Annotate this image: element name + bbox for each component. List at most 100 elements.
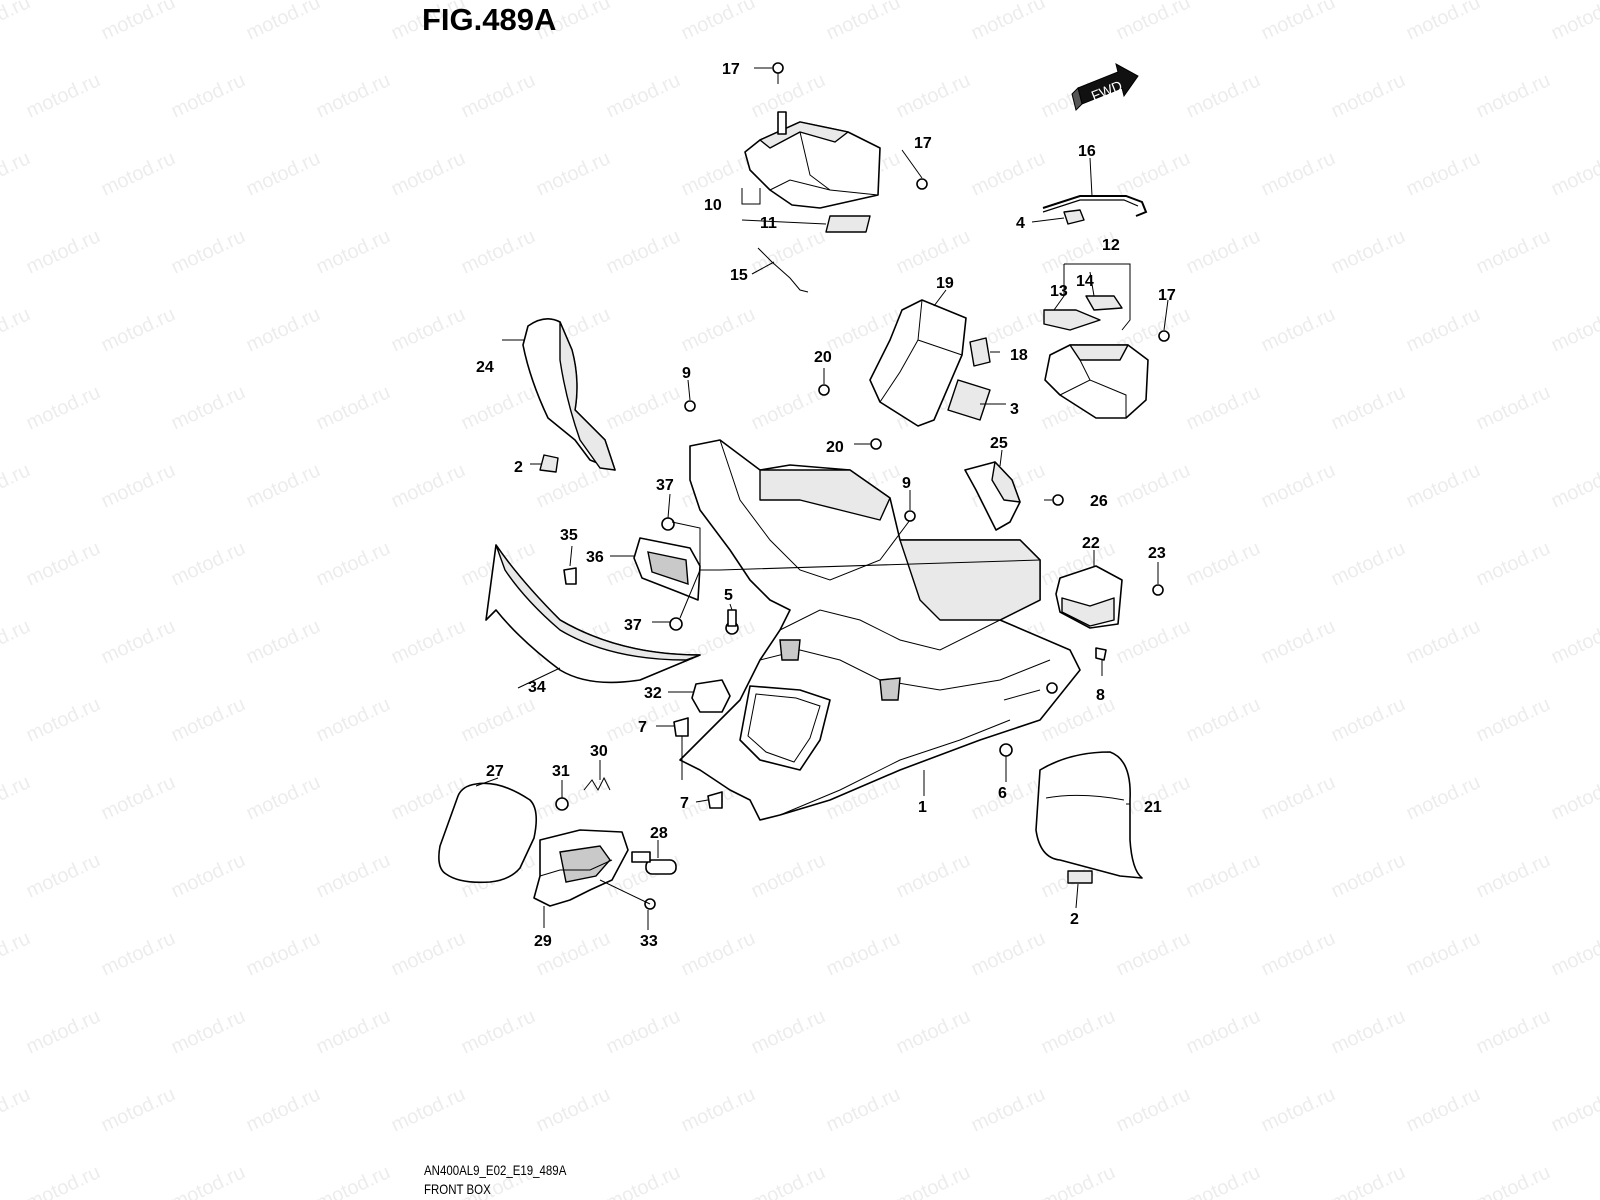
- watermark-text: motod.ru: [1258, 1083, 1339, 1136]
- watermark-text: motod.ru: [1473, 537, 1554, 590]
- clip-7-upper: [673, 717, 689, 737]
- part-32-latch-block: [691, 679, 731, 713]
- screw-17-top: [772, 62, 784, 84]
- watermark-text: motod.ru: [313, 69, 394, 122]
- watermark-text: motod.ru: [98, 615, 179, 668]
- watermark-text: motod.ru: [458, 1005, 539, 1058]
- watermark-text: motod.ru: [1183, 225, 1264, 278]
- watermark-text: motod.ru: [1403, 927, 1484, 980]
- watermark-text: motod.ru: [893, 1161, 974, 1200]
- callout-24: 24: [476, 359, 494, 376]
- watermark-text: motod.ru: [243, 1083, 324, 1136]
- callout-2-lower: 2: [1070, 911, 1079, 928]
- watermark-text: motod.ru: [168, 69, 249, 122]
- watermark-text: motod.ru: [1473, 1005, 1554, 1058]
- watermark-text: motod.ru: [168, 537, 249, 590]
- watermark-text: motod.ru: [1328, 225, 1409, 278]
- watermark-text: motod.ru: [1473, 1161, 1554, 1200]
- callout-29: 29: [534, 933, 552, 950]
- part-24-side-cover: [522, 318, 616, 471]
- callout-30: 30: [590, 743, 608, 760]
- callout-11: 11: [760, 215, 777, 232]
- screw-6: [999, 743, 1013, 757]
- watermark-text: motod.ru: [168, 381, 249, 434]
- watermark-text: motod.ru: [313, 1005, 394, 1058]
- part-18-block: [969, 337, 991, 367]
- watermark-text: motod.ru: [1328, 693, 1409, 746]
- watermark-text: motod.ru: [1548, 303, 1600, 356]
- spring-30: [583, 776, 611, 792]
- watermark-text: motod.ru: [0, 1083, 34, 1136]
- watermark-text: motod.ru: [458, 381, 539, 434]
- screw-17-mid: [916, 178, 928, 190]
- screw-20-lower: [870, 438, 882, 450]
- watermark-text: motod.ru: [458, 693, 539, 746]
- callout-37-lower: 37: [624, 617, 642, 634]
- watermark-text: motod.ru: [1328, 1005, 1409, 1058]
- watermark-text: motod.ru: [1258, 303, 1339, 356]
- bolt-5: [725, 609, 739, 635]
- part-16-wire-bracket: [1042, 195, 1148, 217]
- watermark-text: motod.ru: [388, 927, 469, 980]
- watermark-text: motod.ru: [603, 1005, 684, 1058]
- watermark-text: motod.ru: [98, 459, 179, 512]
- watermark-text: motod.ru: [678, 927, 759, 980]
- watermark-text: motod.ru: [0, 147, 34, 200]
- watermark-text: motod.ru: [313, 381, 394, 434]
- part-14-pad: [1085, 295, 1123, 311]
- watermark-text: motod.ru: [1328, 69, 1409, 122]
- callout-9-left: 9: [682, 365, 691, 382]
- watermark-text: motod.ru: [243, 927, 324, 980]
- watermark-text: motod.ru: [388, 615, 469, 668]
- part-28-latch: [631, 851, 677, 875]
- watermark-text: motod.ru: [23, 225, 104, 278]
- watermark-text: motod.ru: [23, 849, 104, 902]
- watermark-text: motod.ru: [1183, 537, 1264, 590]
- watermark-text: motod.ru: [748, 1005, 829, 1058]
- watermark-text: motod.ru: [23, 381, 104, 434]
- watermark-text: motod.ru: [1258, 459, 1339, 512]
- figure-title: FIG.489A: [422, 2, 557, 37]
- callout-33: 33: [640, 933, 658, 950]
- watermark-text: motod.ru: [533, 1083, 614, 1136]
- callout-labels: 17 17 10 11 15 16 4 12 13 14 17 19 18 20…: [476, 61, 1176, 950]
- watermark-text: motod.ru: [603, 1161, 684, 1200]
- part-34-lower-panel: [485, 544, 701, 684]
- watermark-text: motod.ru: [243, 615, 324, 668]
- watermark-text: motod.ru: [98, 771, 179, 824]
- watermark-text: motod.ru: [1403, 1083, 1484, 1136]
- watermark-text: motod.ru: [893, 69, 974, 122]
- figure-caption: FRONT BOX: [424, 1181, 491, 1197]
- watermark-text: motod.ru: [1548, 0, 1600, 45]
- watermark-text: motod.ru: [1113, 615, 1194, 668]
- watermark-text: motod.ru: [1183, 849, 1264, 902]
- watermark-text: motod.ru: [23, 1161, 104, 1200]
- watermark-text: motod.ru: [1038, 1005, 1119, 1058]
- fasteners: [555, 62, 1170, 910]
- nut-37-lower: [669, 617, 683, 631]
- watermark-text: motod.ru: [23, 693, 104, 746]
- watermark-text: motod.ru: [1403, 615, 1484, 668]
- watermark-text: motod.ru: [23, 69, 104, 122]
- part-3-pad: [947, 379, 991, 421]
- clip-8: [1095, 647, 1107, 661]
- watermark-text: motod.ru: [1258, 771, 1339, 824]
- watermark-text: motod.ru: [1548, 615, 1600, 668]
- watermark-text: motod.ru: [1403, 771, 1484, 824]
- watermark-text: motod.ru: [1403, 459, 1484, 512]
- callout-32: 32: [644, 685, 662, 702]
- callout-7-lower: 7: [680, 795, 689, 812]
- watermark-text: motod.ru: [1113, 0, 1194, 45]
- watermark-text: motod.ru: [388, 303, 469, 356]
- watermark-text: motod.ru: [1473, 69, 1554, 122]
- watermark-text: motod.ru: [1183, 693, 1264, 746]
- part-11-pad: [825, 215, 871, 233]
- callout-26: 26: [1090, 493, 1108, 510]
- callout-4: 4: [1016, 215, 1025, 232]
- watermark-text: motod.ru: [1473, 849, 1554, 902]
- watermark-text: motod.ru: [1258, 147, 1339, 200]
- part-27-lid: [438, 782, 538, 884]
- watermark-text: motod.ru: [243, 771, 324, 824]
- watermark-text: motod.ru: [748, 225, 829, 278]
